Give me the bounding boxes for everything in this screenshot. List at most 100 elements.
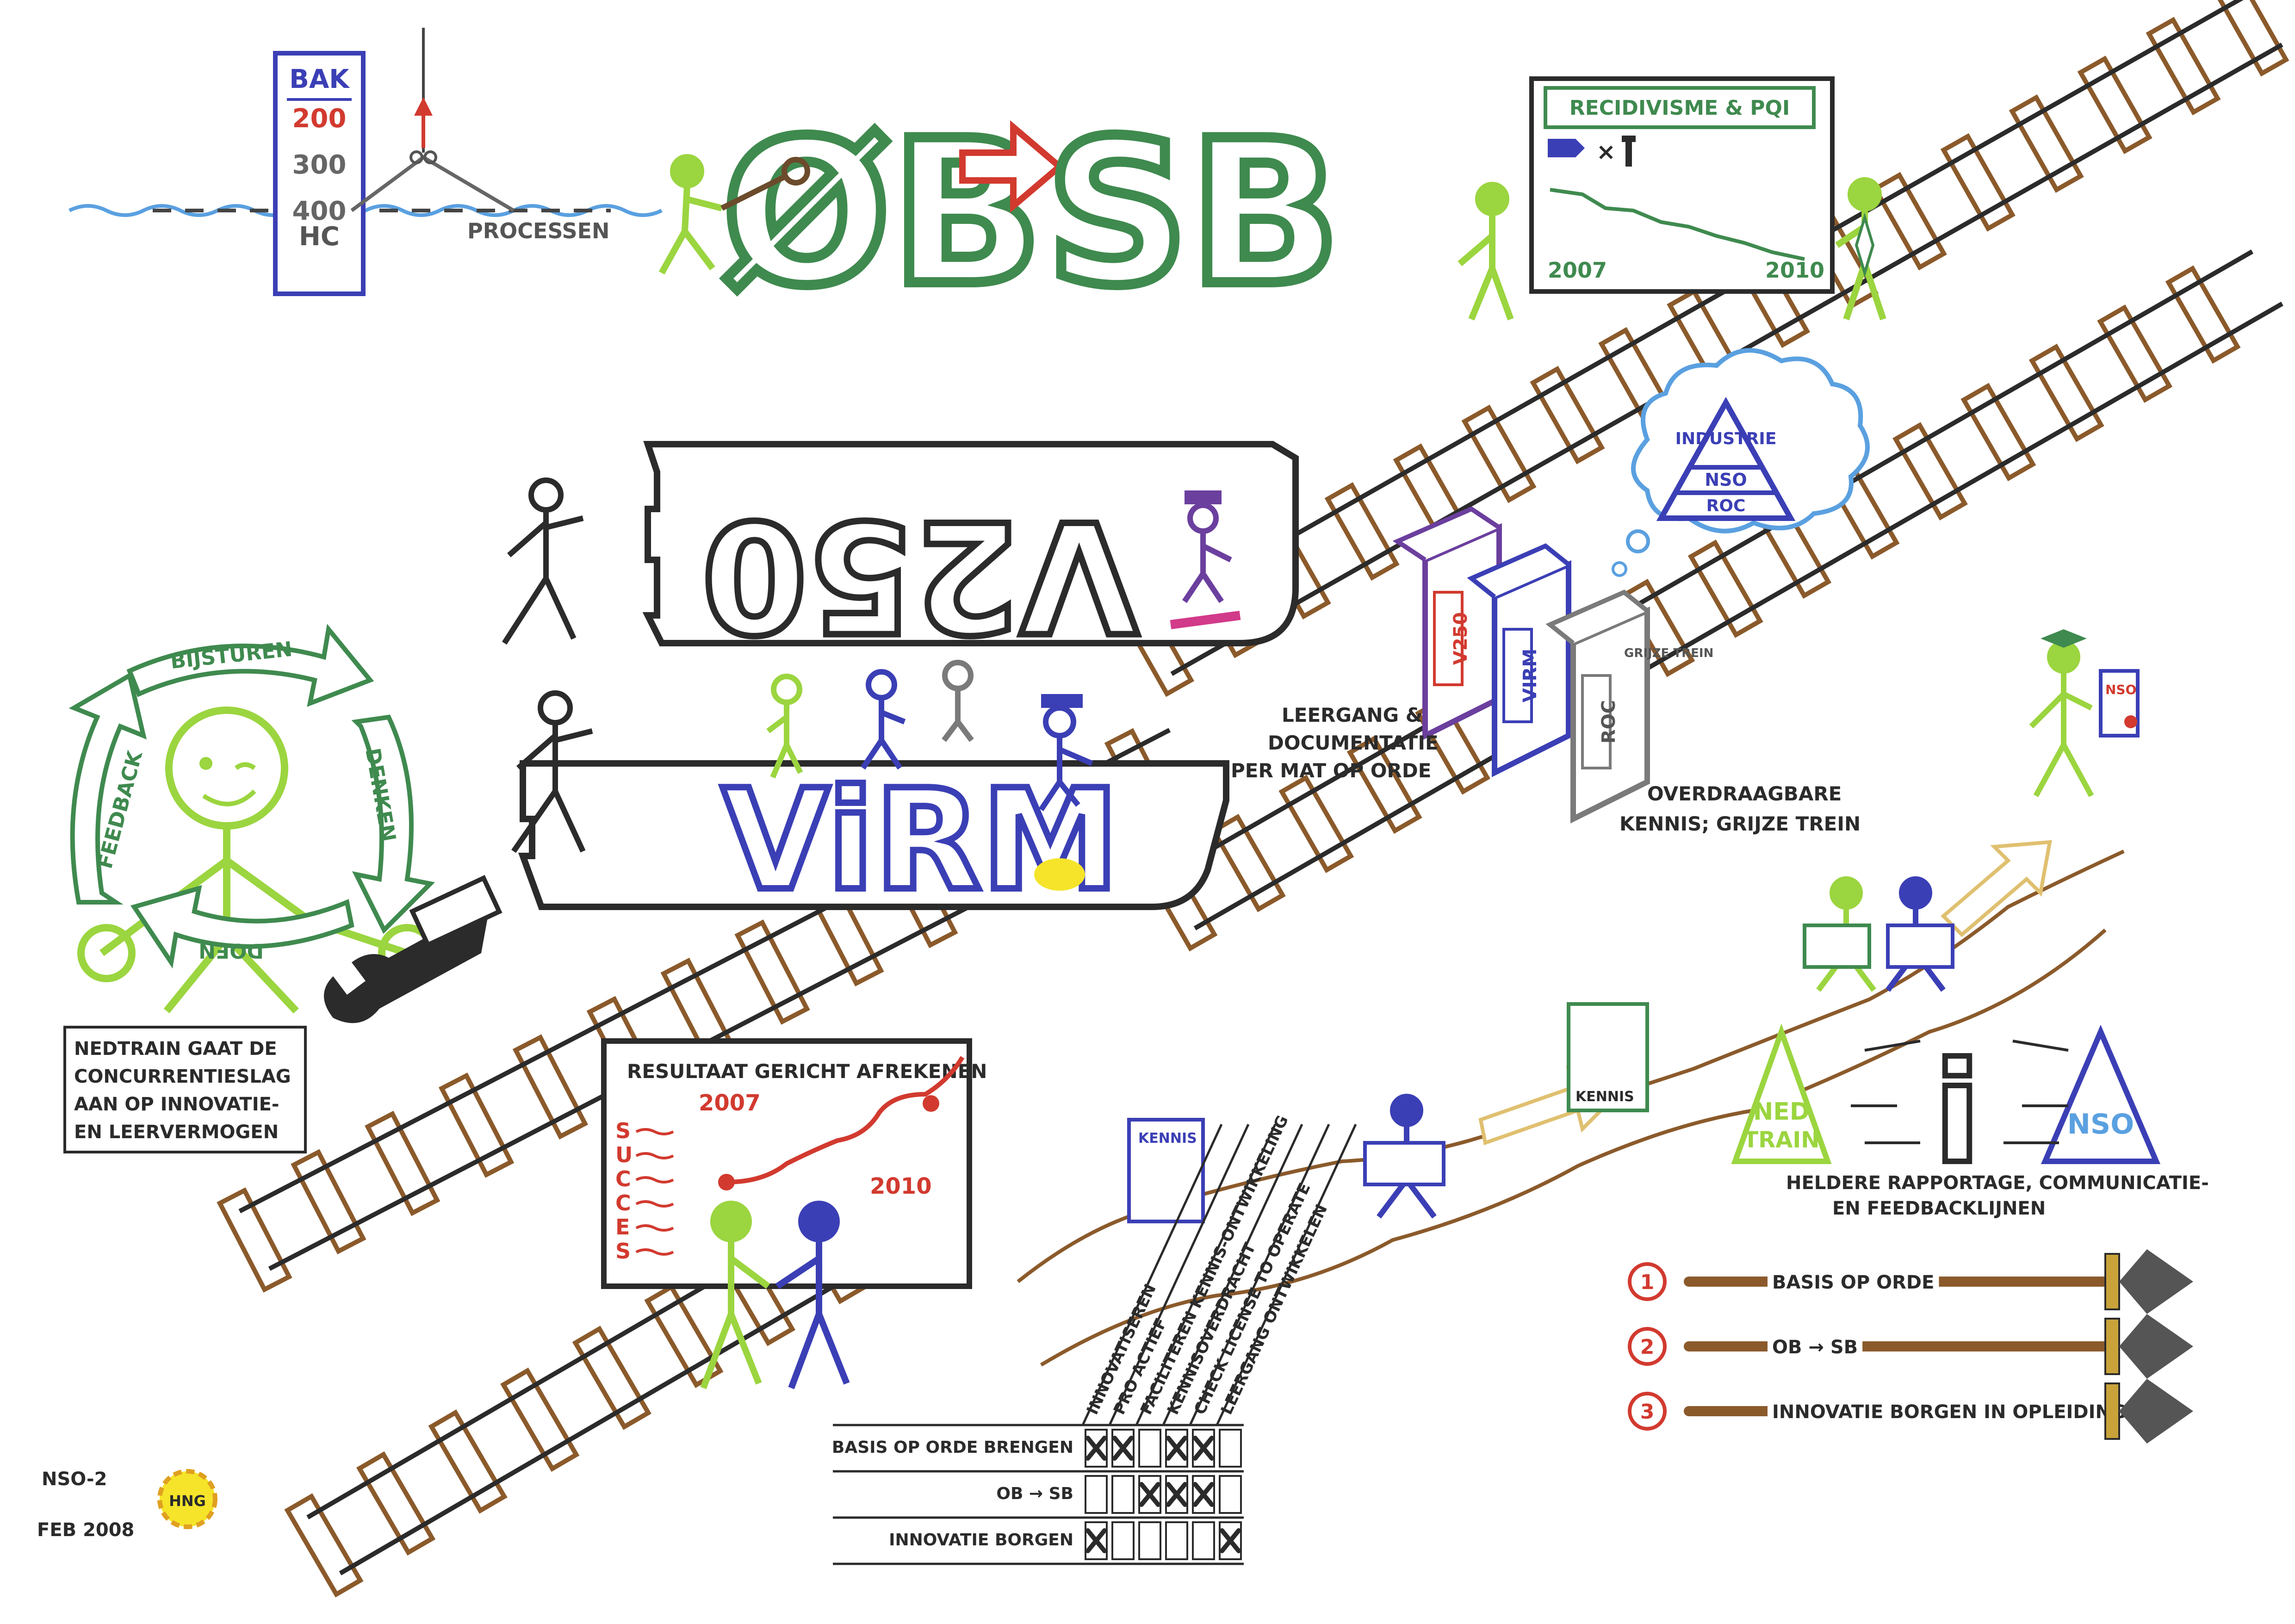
success-trend-line bbox=[726, 1056, 965, 1184]
matrix-header-divider bbox=[1081, 1123, 1223, 1426]
stick-figure-left-panel bbox=[1458, 182, 1514, 321]
resultaat-year-start: 2007 bbox=[699, 1090, 761, 1116]
key-icon bbox=[720, 157, 810, 211]
track-sleeper bbox=[356, 1451, 436, 1556]
road-arrow-2 bbox=[1941, 840, 2052, 937]
triangle-nso-label: NSO bbox=[2067, 1108, 2134, 1141]
matrix-cell bbox=[1085, 1475, 1108, 1514]
thought-bubble bbox=[1612, 561, 1627, 577]
smile-icon bbox=[202, 789, 256, 806]
diploma-seal-icon bbox=[2124, 715, 2137, 728]
worker-upper bbox=[502, 477, 584, 645]
wink-icon bbox=[235, 762, 256, 770]
label-doen: DOEN bbox=[198, 939, 264, 962]
recidivisme-trend-line bbox=[1550, 188, 1805, 261]
track-sleeper bbox=[217, 1187, 292, 1293]
phase-number-circle bbox=[1628, 1262, 1667, 1301]
phase-spear-head-icon bbox=[2119, 1379, 2193, 1444]
bak-diagram: BAK 200 300 400 HC PROCESSEN bbox=[68, 28, 663, 296]
worker-lower bbox=[511, 690, 593, 853]
phase-spear-collar bbox=[2104, 1382, 2120, 1440]
matrix-row-label: OB → SB bbox=[996, 1484, 1073, 1503]
caption-nedtrain-line2: CONCURRENTIESLAG bbox=[74, 1066, 291, 1087]
pyramid-icon bbox=[1656, 397, 1796, 521]
trend-start-dot bbox=[718, 1174, 735, 1190]
binder-roc: ROC GRIJZE TREIN bbox=[1545, 589, 1713, 824]
track-sleeper bbox=[284, 1493, 364, 1598]
matrix-tools-icon bbox=[1112, 1436, 1134, 1461]
matrix-tools-icon bbox=[1139, 1482, 1160, 1507]
diploma-icon bbox=[2099, 669, 2140, 738]
sb-big-letters: SB bbox=[1046, 98, 1340, 329]
v250-train-body bbox=[642, 441, 1299, 646]
caption-heldere-line2: EN FEEDBACKLIJNEN bbox=[1832, 1198, 2046, 1219]
pyramid-industrie-label: INDUSTRIE bbox=[1675, 429, 1777, 448]
passenger-green bbox=[766, 674, 803, 779]
binders: V250 VIRM ROC GRIJZE TREIN bbox=[1392, 506, 1713, 824]
succes-letter: C bbox=[615, 1190, 631, 1215]
caption-nedtrain-box bbox=[63, 1026, 307, 1153]
phase-label: BASIS OP ORDE bbox=[1772, 1272, 1934, 1293]
binder-roc-side-label: GRIJZE TREIN bbox=[1624, 646, 1713, 660]
bak-label: BAK bbox=[289, 64, 350, 94]
phase-label: OB → SB bbox=[1772, 1337, 1858, 1358]
matrix-header-divider bbox=[1162, 1123, 1303, 1426]
times-icon: × bbox=[1596, 138, 1616, 165]
caption-leergang: LEERGANG & DOCUMENTATIE PER MAT OP ORDE bbox=[1231, 704, 1439, 782]
arrow-doen bbox=[130, 885, 354, 969]
matrix-header-divider bbox=[1216, 1123, 1357, 1426]
matrix-cell bbox=[1111, 1429, 1135, 1468]
pyramid-nso-label: NSO bbox=[1705, 470, 1747, 490]
train-virm: ViRM bbox=[518, 660, 1229, 924]
kennis-crate-blue bbox=[1886, 924, 1954, 969]
thought-bubble bbox=[1626, 529, 1650, 553]
wrench-handle bbox=[409, 875, 502, 948]
train-icon bbox=[1548, 139, 1585, 157]
figure-green-handshake bbox=[700, 1201, 770, 1389]
figure-blue-handshake bbox=[775, 1201, 850, 1389]
recidivisme-panel: RECIDIVISME & PQI × 2007 2010 bbox=[1458, 76, 1886, 321]
triangle-communication: NED TRAIN NSO i HELDERE RAPPORTAGE, COMM… bbox=[1731, 1023, 2209, 1219]
matrix-cell bbox=[1111, 1521, 1135, 1560]
trend-end-dot bbox=[923, 1095, 939, 1112]
processen-label: PROCESSEN bbox=[467, 218, 610, 243]
phase-number: 2 bbox=[1640, 1335, 1655, 1359]
resultaat-year-end: 2010 bbox=[870, 1173, 932, 1199]
ob-to-sb-title: ØB SB bbox=[658, 93, 1346, 335]
driver-cap-icon bbox=[1041, 694, 1083, 708]
communication-arrows bbox=[1851, 1040, 2069, 1144]
link-node bbox=[423, 150, 437, 164]
road-lower-edge bbox=[1040, 929, 2107, 1367]
matrix-cell bbox=[1165, 1475, 1188, 1514]
matrix-cell bbox=[1138, 1521, 1161, 1560]
kennis-board-2 bbox=[1567, 1002, 1649, 1112]
binder-v250-label: V250 bbox=[1450, 612, 1471, 665]
matrix-tools-icon bbox=[1220, 1528, 1241, 1553]
matrix-header-divider bbox=[1135, 1123, 1277, 1426]
v250-driver bbox=[1182, 502, 1232, 603]
track-sleeper bbox=[428, 1409, 508, 1514]
phase-spear-collar bbox=[2104, 1318, 2120, 1375]
binder-virm-label: VIRM bbox=[1520, 649, 1541, 702]
phase-number: 1 bbox=[1640, 1271, 1655, 1294]
track-sleeper bbox=[734, 919, 810, 1025]
arrow-bijsturen bbox=[126, 624, 374, 707]
phase-number-circle bbox=[1628, 1327, 1667, 1366]
phase-label-bg bbox=[1768, 1269, 1939, 1296]
matrix-cell bbox=[1192, 1521, 1215, 1560]
footer-code: NSO-2 bbox=[42, 1469, 107, 1490]
matrix-tools-icon bbox=[1085, 1528, 1107, 1553]
triangle-nedtrain bbox=[1731, 1023, 1832, 1164]
kennis-board-1 bbox=[1127, 1118, 1205, 1223]
matrix-cell bbox=[1219, 1429, 1242, 1468]
matrix-tools-icon bbox=[1193, 1482, 1214, 1507]
matrix-header-divider bbox=[1108, 1123, 1250, 1426]
process-peak-line bbox=[350, 155, 515, 212]
eye-icon bbox=[199, 757, 212, 770]
matrix-cell bbox=[1138, 1475, 1161, 1514]
passenger-grey bbox=[942, 660, 974, 742]
footer-date: FEB 2008 bbox=[37, 1519, 134, 1541]
